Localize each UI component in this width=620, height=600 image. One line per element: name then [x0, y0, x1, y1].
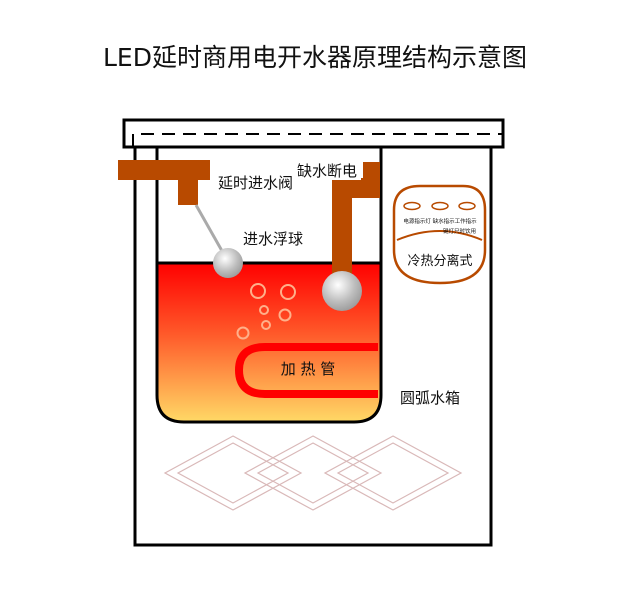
- working-indicator-icon: [458, 201, 476, 211]
- bubbles: [236, 283, 296, 340]
- delay-inlet-valve: [118, 160, 210, 205]
- low-water-indicator-icon: [431, 201, 449, 211]
- panel-type-label: 冷热分离式: [407, 253, 472, 269]
- tank-label: 圆弧水箱: [400, 389, 460, 407]
- float-ball: [213, 248, 243, 278]
- delay-valve-label: 延时进水阀: [218, 174, 293, 192]
- indicator-labels: 电源指示灯 缺水指示工作指示: [403, 217, 477, 225]
- float-rod: [194, 204, 228, 259]
- low-water-ball: [322, 271, 362, 311]
- panel-divider: [396, 230, 483, 241]
- control-panel: [392, 184, 487, 285]
- heating-tube: [234, 343, 378, 398]
- heater-label: 加 热 管: [281, 360, 336, 378]
- diagram-title: LED延时商用电开水器原理结构示意图: [103, 43, 527, 72]
- indicator-lights: [403, 201, 476, 211]
- low-water-probe: [332, 162, 380, 290]
- arc-water-tank: [155, 147, 383, 424]
- hot-water: [157, 263, 381, 422]
- decorative-diamonds: [163, 435, 463, 511]
- indicator-labels-2: 键灯只时饮用: [443, 227, 476, 235]
- lid-dashed-line: [132, 133, 502, 147]
- low-water-cutoff-label: 缺水断电: [297, 162, 357, 180]
- float-ball-label: 进水浮球: [243, 230, 303, 248]
- power-indicator-icon: [403, 201, 421, 211]
